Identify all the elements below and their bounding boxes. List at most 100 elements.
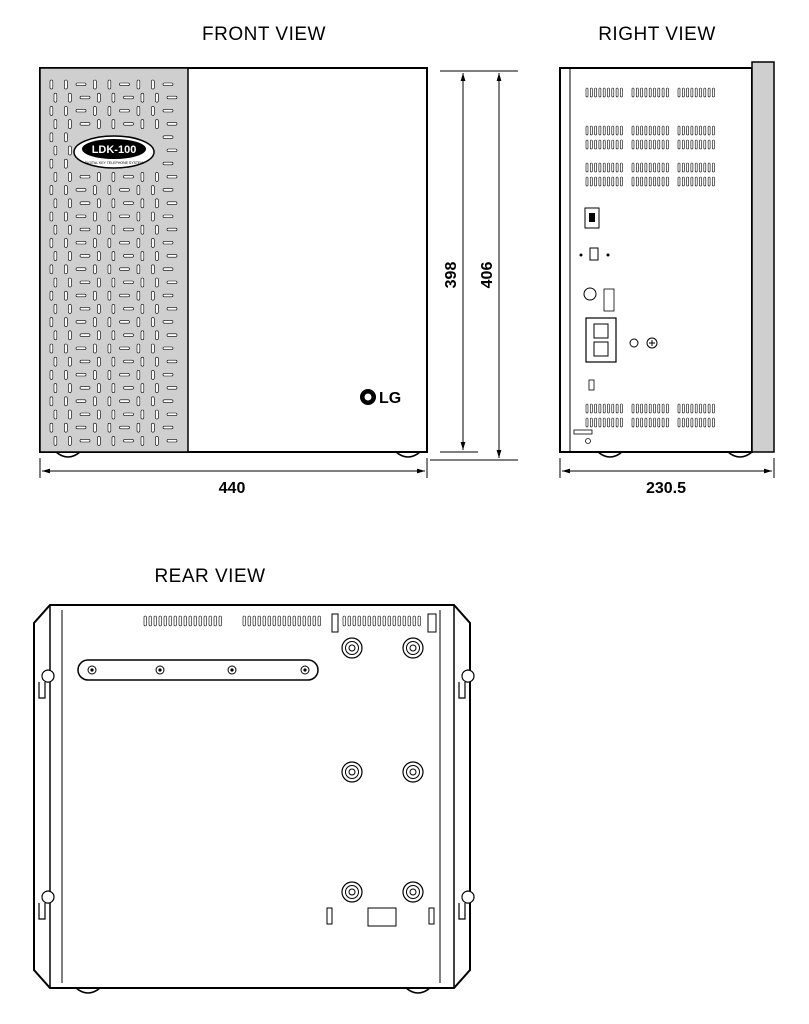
grille-slot [79,95,91,100]
grille-slot [111,251,116,261]
side-vent-slot [631,176,635,187]
side-vent-slot [703,403,707,414]
grille-slot [68,198,72,209]
side-vent-slot [602,176,606,187]
grille-slot [119,82,130,86]
side-vent-slot [703,125,707,136]
grille-slot [79,122,91,126]
standoff-inner [409,888,417,896]
rear-tab-top-right [427,613,437,633]
grille-slot [68,119,72,129]
grille-slot [49,264,54,275]
side-vent-slot [615,125,619,136]
grille-slot [75,346,87,350]
grille-slot [68,224,72,235]
grille-slot [49,238,54,248]
side-vent-slot [657,417,661,428]
grille-slot [155,436,159,446]
grille-slot [151,370,155,380]
grille-slot [136,290,141,301]
grille-slot [151,79,155,90]
side-vent-slot [594,125,597,136]
side-vent-slot [611,403,615,414]
side-vent-slot [598,417,602,428]
grille-slot [64,238,68,248]
side-vent-slot [666,162,669,173]
rear-vent-slot [153,615,157,627]
side-vent-slot [703,176,707,187]
rear-vent-slot [218,615,222,627]
grille-slot [111,304,116,314]
side-vent-slot [620,87,623,98]
side-bottom-tab [573,429,593,435]
side-vent-slot [598,162,602,173]
side-vent-slot [620,176,623,187]
side-vent-slot [631,162,635,173]
grille-slot [79,412,91,416]
side-vent-slot [686,87,689,98]
grille-slot [107,79,112,90]
grille-slot [166,95,178,100]
side-vent-slot [635,87,639,98]
side-vent-slot [607,87,610,98]
side-vent-slot [631,139,635,150]
rear-vent-slot [277,615,281,627]
side-vent-slot [620,417,623,428]
side-vent-slot [648,176,652,187]
grille-slot [97,330,101,341]
grille-slot [93,238,97,248]
side-vent-slot [598,403,602,414]
rear-vent-slot [188,615,192,627]
side-vent-slot [585,139,589,150]
standoff-inner [348,644,356,652]
side-vent-slot [585,162,589,173]
grille-slot [140,277,145,288]
grille-slot [49,79,54,90]
grille-slot [75,109,87,113]
rear-vent-slot [347,615,351,627]
bracket-screws [87,665,310,675]
grille-slot [53,172,58,182]
side-controls [573,207,658,444]
grille-slot [123,359,134,364]
side-vent-slot [620,125,623,136]
grille-slot [123,175,134,179]
rear-vent-slot [377,615,381,627]
grille-slot [97,172,101,182]
side-vent-slot [657,162,661,173]
side-vent-slot [712,139,715,150]
side-vent-slot [640,417,643,428]
grille-slots [49,79,178,446]
side-vent-slot [620,403,623,414]
side-vent-slot [648,125,652,136]
keyhole-bottom-left [38,890,55,920]
side-vent-slot [611,417,615,428]
grille-slot [162,399,174,403]
lg-brand-logo: LG [360,389,401,407]
grille-slot [53,198,58,209]
grille-slot [79,201,91,205]
grille-slot [111,436,116,446]
grille-slot [93,264,97,275]
grille-slot [64,370,68,380]
standoff-inner [348,768,356,776]
grille-slot [97,198,101,209]
grille-slot [97,304,101,314]
grille-slot [140,198,145,209]
side-vent-slot [635,139,639,150]
side-connector [589,247,599,261]
side-vent-slot [648,139,652,150]
grille-slot [111,224,116,235]
side-vent-slot [703,87,707,98]
grille-slot [49,132,54,143]
side-vent-slot [677,87,681,98]
standoff-inner [409,644,417,652]
grille-slot [107,422,112,433]
grille-slot [64,211,68,222]
grille-slot [79,227,91,232]
rear-vent-slot [362,615,366,627]
side-vent-slot [694,417,698,428]
standoff-inner [409,768,417,776]
grille-slot [155,356,159,367]
side-vent-slot [653,176,656,187]
